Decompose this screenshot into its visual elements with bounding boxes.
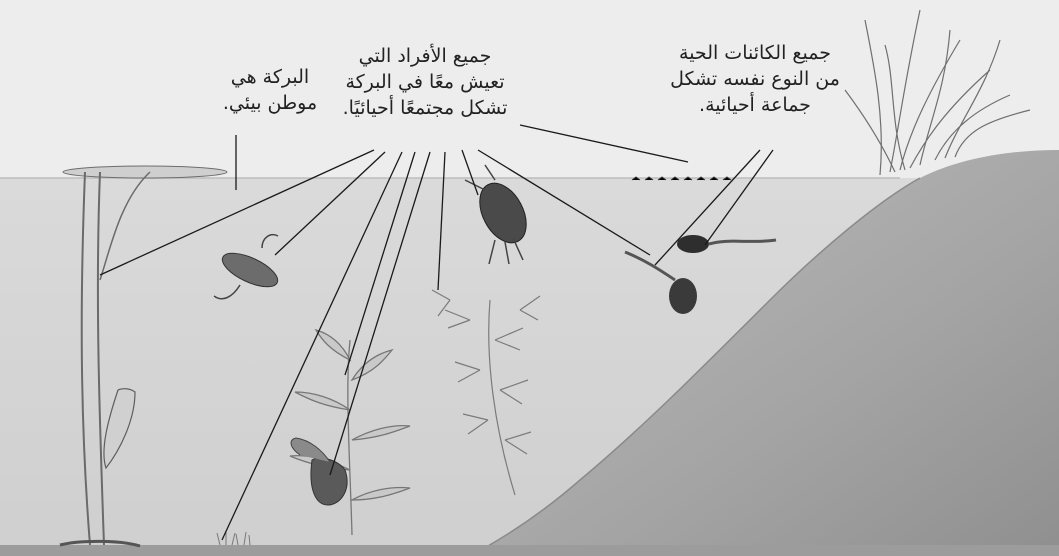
population-label-line1: جميع الكائنات الحية: [650, 40, 860, 66]
pond-bottom: [0, 545, 1059, 556]
community-label-line1: جميع الأفراد التي: [300, 43, 550, 69]
population-label-line3: جماعة أحيائية.: [650, 92, 860, 118]
population-label: جميع الكائنات الحية من النوع نفسه تشكل ج…: [650, 40, 860, 118]
community-label: جميع الأفراد التي تعيش معًا في البركة تش…: [300, 43, 550, 121]
community-label-line3: تشكل مجتمعًا أحيائيًا.: [300, 95, 550, 121]
population-label-line2: من النوع نفسه تشكل: [650, 66, 860, 92]
community-label-line2: تعيش معًا في البركة: [300, 69, 550, 95]
